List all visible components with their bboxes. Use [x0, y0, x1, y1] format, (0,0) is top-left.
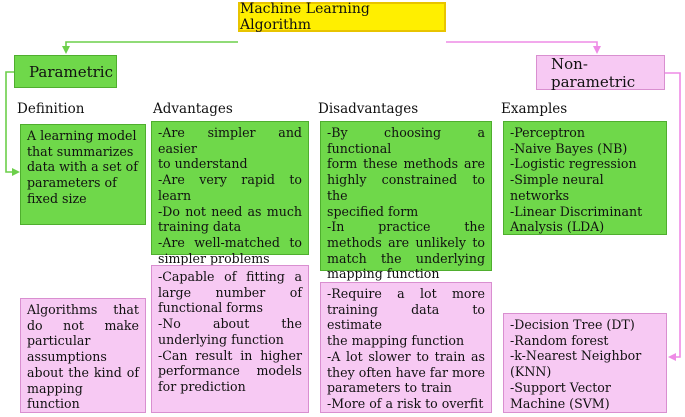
- text-line: -k-Nearest Neighbor: [510, 348, 642, 364]
- nonparametric-label: Non-parametric: [551, 54, 636, 91]
- text-line: -Can result in higher: [158, 347, 302, 363]
- text-line: -Naive Bayes (NB): [510, 140, 628, 156]
- text-line: -Perceptron: [510, 125, 585, 140]
- text-line: -Are simpler and easier: [158, 125, 302, 156]
- title-to-parametric-line: [62, 41, 238, 54]
- text-line: mapping function: [27, 380, 83, 412]
- text-line: simpler problems: [158, 250, 270, 266]
- text-line: Analysis (LDA): [510, 219, 605, 235]
- text-line: underlying function: [158, 331, 284, 347]
- text-line: for prediction: [158, 378, 246, 394]
- text-line: that summarizes: [27, 143, 134, 159]
- parametric-label: Parametric: [29, 62, 113, 81]
- text-line: match the underlying: [327, 250, 485, 266]
- parametric-box: Parametric: [14, 55, 117, 88]
- text-line: assumptions: [27, 349, 107, 365]
- parametric-examples-box: -Perceptron-Naive Bayes (NB)-Logistic re…: [503, 121, 667, 235]
- text-line: -Are very rapid to learn: [158, 172, 302, 203]
- nonparametric-examples-box: -Decision Tree (DT)-Random forest-k-Near…: [503, 313, 667, 413]
- text-line: -No about the: [158, 316, 302, 332]
- text-line: -Support Vector: [510, 379, 611, 395]
- text-line: -A lot slower to train as: [327, 348, 485, 364]
- header-definition: Definition: [17, 101, 85, 117]
- text-line: Machine (SVM): [510, 395, 610, 411]
- header-advantages: Advantages: [153, 101, 233, 117]
- diagram-title-text: Machine Learning Algorithm: [240, 1, 370, 33]
- text-line: form these methods are: [327, 156, 485, 172]
- text-line: -More of a risk to overfit: [327, 395, 484, 411]
- parametric-to-definition-line: [5, 71, 20, 176]
- text-line: -Capable of fitting a: [158, 269, 302, 284]
- title-to-nonparametric-line: [446, 41, 601, 54]
- text-line: A learning model: [27, 128, 137, 143]
- text-line: (KNN): [510, 364, 552, 380]
- text-line: -Random forest: [510, 332, 609, 348]
- text-line: -Require a lot more: [327, 286, 485, 301]
- text-line: performance models: [158, 363, 302, 379]
- text-line: do not make: [27, 317, 139, 333]
- text-line: highly constrained to the: [327, 172, 485, 203]
- text-line: mapping function: [327, 266, 440, 282]
- text-line: -Simple neural networks: [510, 172, 604, 203]
- header-examples: Examples: [501, 101, 568, 117]
- text-line: training data to estimate: [327, 301, 485, 333]
- text-line: fixed size: [27, 190, 87, 206]
- text-line: functional forms: [158, 300, 263, 316]
- header-disadvantages: Disadvantages: [318, 101, 419, 117]
- text-line: the mapping function: [327, 333, 465, 349]
- text-line: large number of: [158, 284, 302, 300]
- diagram-title: Machine Learning Algorithm: [238, 1, 446, 33]
- text-line: parameters to train: [327, 380, 452, 396]
- text-line: Algorithms that: [27, 302, 139, 317]
- text-line: -Decision Tree (DT): [510, 317, 635, 332]
- text-line: -Do not need as much: [158, 203, 302, 219]
- text-line: parameters of: [27, 175, 117, 191]
- text-line: -Logistic regression: [510, 156, 637, 172]
- text-line: they often have far more: [327, 364, 485, 380]
- text-line: to understand: [158, 156, 248, 172]
- text-line: -In practice the: [327, 219, 485, 235]
- text-line: specified form: [327, 203, 419, 219]
- text-line: training data: [158, 219, 242, 235]
- text-line: methods are unlikely to: [327, 234, 485, 250]
- text-line: -By choosing a functional: [327, 125, 485, 156]
- text-line: data with a set of: [27, 159, 138, 175]
- text-line: particular: [27, 333, 91, 349]
- text-line: -Are well-matched to: [158, 234, 302, 250]
- text-line: -Linear Discriminant: [510, 203, 643, 219]
- nonparametric-box: Non-parametric: [536, 54, 665, 91]
- nonparametric-to-examples-line: [665, 72, 681, 361]
- text-line: about the kind of: [27, 364, 139, 380]
